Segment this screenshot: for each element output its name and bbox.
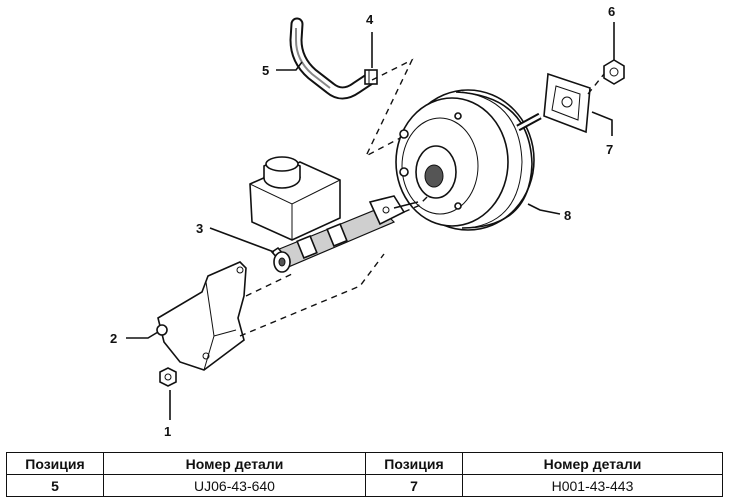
callout-2: 2: [110, 331, 117, 346]
callout-4: 4: [366, 12, 374, 27]
callout-8: 8: [564, 208, 571, 223]
hose-clamp: [364, 69, 378, 85]
callout-3: 3: [196, 221, 203, 236]
master-cylinder: [249, 156, 419, 273]
header-position: Позиция: [365, 452, 463, 475]
cell-part-number: H001-43-443: [462, 474, 723, 497]
vacuum-hose: [289, 17, 375, 100]
assembly-line-hose: [364, 58, 414, 158]
bracket-nut: [159, 367, 177, 387]
brake-master-cylinder-diagram: 1 2 3 4 5 6 7 8: [110, 4, 625, 439]
assembly-line-cylinder: [403, 195, 429, 213]
cell-part-number: UJ06-43-640: [103, 474, 366, 497]
header-part-number: Номер детали: [462, 452, 723, 475]
header-part-number: Номер детали: [103, 452, 366, 475]
table-row: 5 UJ06-43-640 7 H001-43-443: [6, 474, 723, 497]
parts-table-header: Позиция Номер детали Позиция Номер детал…: [6, 452, 723, 475]
assembly-line-nut: [587, 73, 605, 95]
callout-1: 1: [164, 424, 171, 439]
parts-table: Позиция Номер детали Позиция Номер детал…: [6, 452, 723, 497]
assembly-line-bracket: [239, 253, 385, 337]
cell-position: 5: [6, 474, 104, 497]
callout-6: 6: [608, 4, 615, 19]
callout-5: 5: [262, 63, 269, 78]
booster-nut: [603, 59, 625, 85]
callout-7: 7: [606, 142, 613, 157]
leader-lines: [126, 22, 615, 420]
booster-gasket: [543, 72, 591, 134]
header-position: Позиция: [6, 452, 104, 475]
brake-booster: [395, 89, 542, 231]
mounting-bracket: [156, 261, 247, 371]
cell-position: 7: [365, 474, 463, 497]
